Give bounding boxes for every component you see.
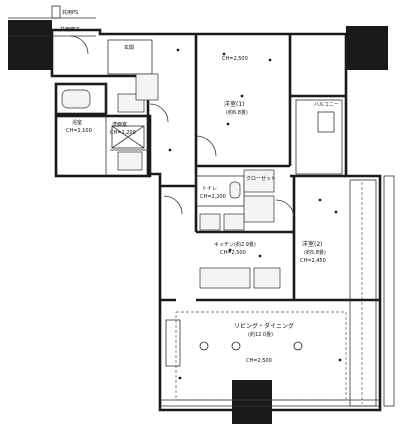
pillar-top-left bbox=[8, 20, 52, 70]
balcony-rail bbox=[349, 179, 377, 407]
ldk-label: リビング・ダイニング bbox=[234, 322, 294, 330]
entrance-label: 玄関 bbox=[124, 44, 134, 51]
outlet-dot-5 bbox=[226, 122, 230, 126]
toilet-label: トイレ bbox=[202, 186, 217, 192]
balcony-unit bbox=[317, 111, 335, 133]
kitchen-label: キッチン(約2.9畳) bbox=[214, 241, 256, 248]
ldk-window bbox=[165, 319, 181, 367]
right-edge-rail bbox=[383, 175, 395, 407]
western2-ch: CH=2,450 bbox=[300, 258, 326, 264]
wash-label: 洗面室 bbox=[112, 121, 127, 128]
kitchen-counter bbox=[199, 267, 251, 289]
bath-label: 浴室 bbox=[72, 119, 82, 126]
washbasin bbox=[117, 151, 143, 171]
bathtub bbox=[61, 89, 91, 109]
toilet-fixture bbox=[229, 181, 241, 199]
western1-label: 洋室(1) bbox=[224, 100, 245, 108]
wash-ch: CH=2,200 bbox=[110, 130, 136, 136]
light-1 bbox=[231, 341, 241, 351]
western1-sub: (約6.8畳) bbox=[226, 109, 248, 116]
outlet-dot-4 bbox=[240, 94, 244, 98]
balcony-frame bbox=[295, 99, 343, 175]
outlet-dot-7 bbox=[334, 210, 338, 214]
ldk-sub: (約12.0畳) bbox=[248, 331, 273, 338]
outlet-dot-10 bbox=[338, 358, 342, 362]
closet-label: クローゼット bbox=[246, 175, 276, 182]
outlet-dot-12 bbox=[168, 148, 172, 152]
kitchen-unit-1 bbox=[199, 213, 221, 231]
inner-wall-4 bbox=[290, 94, 346, 178]
light-2 bbox=[293, 341, 303, 351]
pillar-top-right bbox=[346, 26, 388, 70]
door-w1 bbox=[195, 135, 217, 157]
outlet-dot-2 bbox=[222, 52, 226, 56]
entrance-wall bbox=[107, 39, 153, 75]
outlet-dot-1 bbox=[176, 48, 180, 52]
outlet-dot-8 bbox=[228, 248, 232, 252]
bath-ch: CH=2,100 bbox=[66, 128, 92, 134]
door-hall bbox=[163, 195, 183, 215]
door-bath bbox=[69, 35, 89, 55]
outlet-dot-6 bbox=[318, 198, 322, 202]
western2-sub: (約5.8畳) bbox=[304, 249, 326, 256]
column-mark bbox=[51, 5, 61, 19]
closet-unit-2 bbox=[243, 195, 275, 223]
door-entrance bbox=[149, 103, 169, 123]
pipe-space-label: 共用PS bbox=[62, 9, 78, 16]
pillar-bottom bbox=[232, 380, 272, 424]
door-w2 bbox=[275, 199, 295, 219]
ldk-ch: CH=2,500 bbox=[246, 358, 272, 364]
outlet-dot-9 bbox=[258, 254, 262, 258]
kitchen-unit-2 bbox=[223, 213, 245, 231]
outlet-dot-11 bbox=[178, 376, 182, 380]
balcony-label: バルコニー bbox=[314, 102, 339, 108]
storage-cross bbox=[111, 125, 145, 149]
shoe-cabinet bbox=[135, 73, 159, 101]
wash-divider bbox=[105, 84, 150, 176]
kitchen-ch: CH=2,500 bbox=[220, 250, 246, 256]
storage-box bbox=[111, 125, 145, 149]
closet-unit-1 bbox=[243, 169, 275, 193]
outlet-dot-3 bbox=[268, 58, 272, 62]
western2-label: 洋室(2) bbox=[302, 240, 323, 248]
western1-ch: CH=2,500 bbox=[222, 56, 248, 62]
inner-wall-1 bbox=[194, 34, 292, 168]
toilet-ch: CH=2,200 bbox=[200, 194, 226, 200]
wash-wall bbox=[54, 114, 152, 178]
light-3 bbox=[199, 341, 209, 351]
bottom-sash bbox=[160, 399, 380, 407]
hall-label: 共用廊下 bbox=[60, 26, 80, 33]
kitchen-stove bbox=[253, 267, 281, 289]
